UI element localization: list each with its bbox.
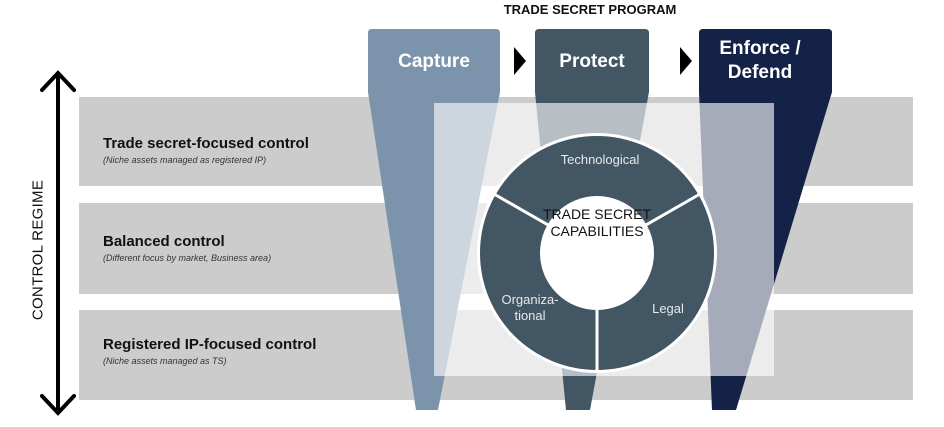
capability-organizational: Organiza-tional <box>501 292 559 323</box>
stage-capture-label: Capture <box>398 51 470 72</box>
control-level-subtitle: (Niche assets managed as TS) <box>103 356 227 366</box>
capability-technological: Technological <box>560 152 640 167</box>
capabilities-center-label: TRADE SECRET CAPABILITIES <box>542 206 652 239</box>
stage-protect-label: Protect <box>559 51 625 72</box>
control-level-subtitle: (Different focus by market, Business are… <box>103 253 272 263</box>
control-regime-axis-label: CONTROL REGIME <box>29 179 47 321</box>
stage-enforce-label: Enforce / Defend <box>719 38 801 83</box>
control-level-subtitle: (Niche assets managed as registered IP) <box>103 155 267 165</box>
stage-arrow-icon <box>514 47 526 75</box>
control-level-title: Trade secret-focused control <box>103 135 309 152</box>
control-regime-axis-arrow <box>40 70 76 416</box>
capabilities-wheel <box>477 133 717 373</box>
program-title: TRADE SECRET PROGRAM <box>503 2 677 17</box>
control-level-title: Registered IP-focused control <box>103 336 317 353</box>
capability-legal: Legal <box>652 301 684 316</box>
stage-arrow-icon <box>680 47 692 75</box>
control-level-title: Balanced control <box>103 233 225 250</box>
